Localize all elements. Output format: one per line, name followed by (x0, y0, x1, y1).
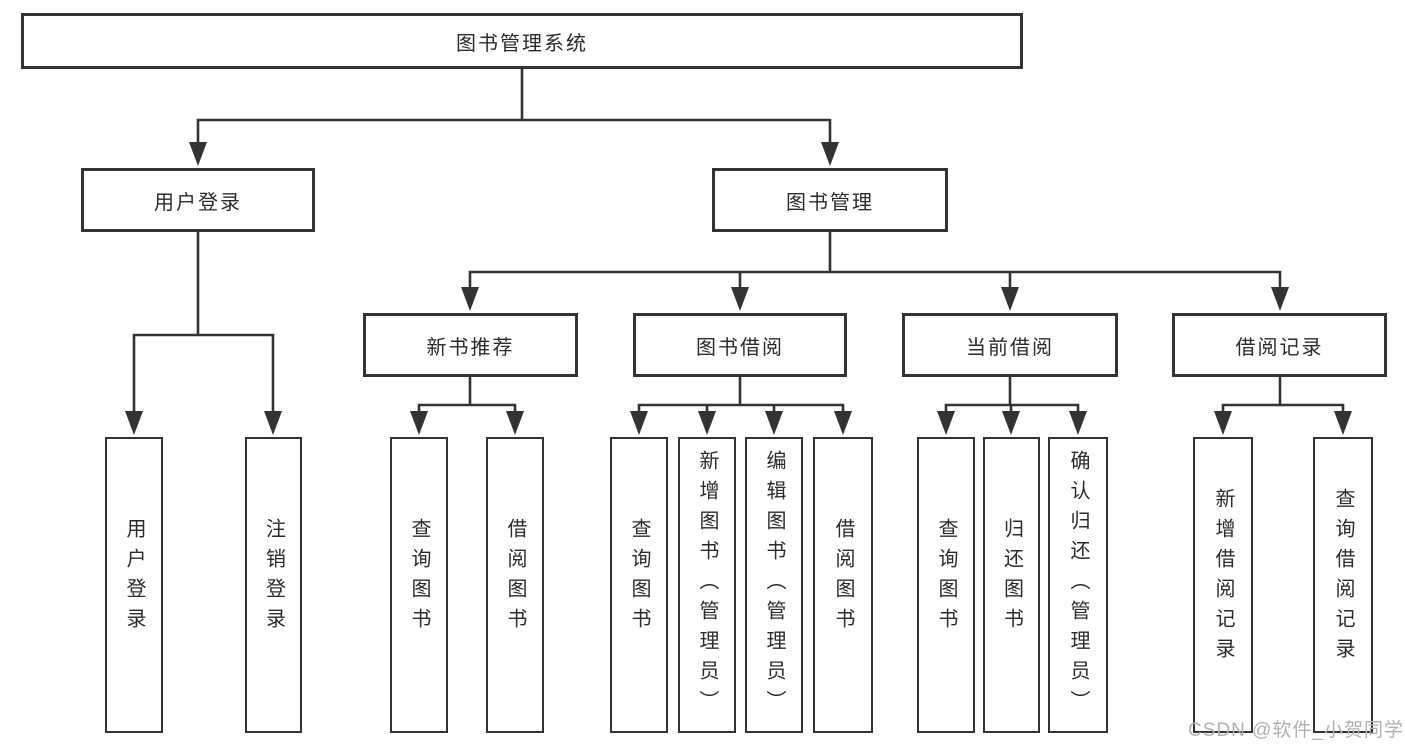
leaf-return-books: 归还图书 (983, 437, 1040, 733)
leaf-confirm-return-admin-label: 确认归还（管理员） (1067, 450, 1089, 720)
leaf-logout-label: 注销登录 (262, 518, 285, 638)
leaf-borrow-books-borrowing-label: 借阅图书 (832, 518, 854, 638)
leaf-query-books-current: 查询图书 (917, 437, 975, 733)
leaf-query-books-current-label: 查询图书 (935, 518, 957, 638)
leaf-borrow-books-borrowing: 借阅图书 (813, 437, 873, 733)
node-library-system: 图书管理系统 (21, 13, 1023, 69)
node-new-book-recommend-label: 新书推荐 (426, 336, 515, 359)
leaf-query-books-recommend: 查询图书 (390, 437, 448, 733)
leaf-return-books-label: 归还图书 (1000, 518, 1023, 638)
leaf-query-borrow-record-label: 查询借阅记录 (1332, 488, 1354, 668)
leaf-user-login: 用户登录 (105, 437, 163, 733)
node-user-login: 用户登录 (81, 168, 315, 232)
node-user-login-label: 用户登录 (154, 191, 242, 214)
node-book-borrowing: 图书借阅 (633, 313, 847, 377)
leaf-confirm-return-admin: 确认归还（管理员） (1048, 437, 1108, 733)
node-book-borrowing-label: 图书借阅 (696, 336, 784, 359)
node-library-system-label: 图书管理系统 (456, 32, 588, 55)
leaf-borrow-books-recommend: 借阅图书 (486, 437, 544, 733)
leaf-query-borrow-record: 查询借阅记录 (1313, 437, 1373, 733)
node-borrow-records-label: 借阅记录 (1235, 336, 1324, 359)
leaf-add-borrow-record: 新增借阅记录 (1193, 437, 1253, 733)
node-book-management-label: 图书管理 (786, 191, 874, 214)
node-book-management: 图书管理 (712, 168, 948, 232)
leaf-borrow-books-recommend-label: 借阅图书 (504, 518, 526, 638)
node-current-borrowing: 当前借阅 (902, 313, 1118, 377)
leaf-query-books-borrowing-label: 查询图书 (628, 518, 650, 638)
node-borrow-records: 借阅记录 (1172, 313, 1387, 377)
leaf-edit-books-admin-label: 编辑图书（管理员） (763, 450, 785, 720)
leaf-user-login-label: 用户登录 (123, 518, 145, 638)
node-new-book-recommend: 新书推荐 (363, 313, 578, 377)
leaf-edit-books-admin: 编辑图书（管理员） (745, 437, 803, 733)
node-current-borrowing-label: 当前借阅 (966, 336, 1054, 359)
leaf-logout: 注销登录 (245, 437, 302, 733)
leaf-query-books-recommend-label: 查询图书 (408, 518, 430, 638)
leaf-add-books-admin-label: 新增图书（管理员） (696, 450, 718, 720)
leaf-add-borrow-record-label: 新增借阅记录 (1212, 488, 1234, 668)
leaf-query-books-borrowing: 查询图书 (610, 437, 668, 733)
leaf-add-books-admin: 新增图书（管理员） (678, 437, 736, 733)
